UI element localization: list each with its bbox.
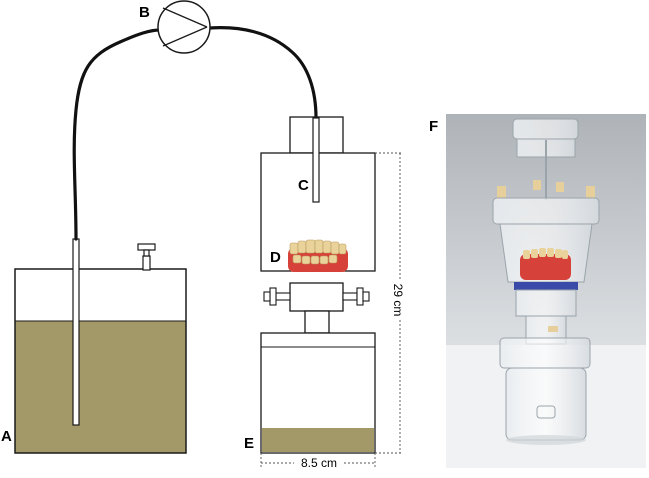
hose-line [72,26,318,241]
height-dimension-label: 29 cm [391,284,405,317]
height-dimension [375,152,403,454]
reservoir-outline [14,268,187,454]
denture-model [288,239,348,272]
pump-icon [157,0,211,54]
label-a: A [1,428,12,445]
inlet-tube-c [312,117,320,203]
width-dimension [260,453,376,468]
valve-icon [137,243,156,271]
label-b: B [139,4,150,21]
collected-liquid [262,428,374,452]
connector-neck [304,310,330,334]
pump-b [157,0,211,54]
width-dimension-label: 8.5 cm [301,456,337,470]
label-f: F [429,118,438,135]
test-chamber [260,116,376,454]
side-valve-left-icon [263,287,291,306]
intake-tube [72,238,80,426]
reservoir-a [14,238,187,454]
label-d: D [270,249,281,266]
side-valve-right-icon [342,287,370,306]
label-e: E [244,435,254,452]
connector-block [289,282,344,312]
reservoir-liquid [15,321,186,453]
label-c: C [298,177,309,194]
apparatus-photo [446,114,646,468]
